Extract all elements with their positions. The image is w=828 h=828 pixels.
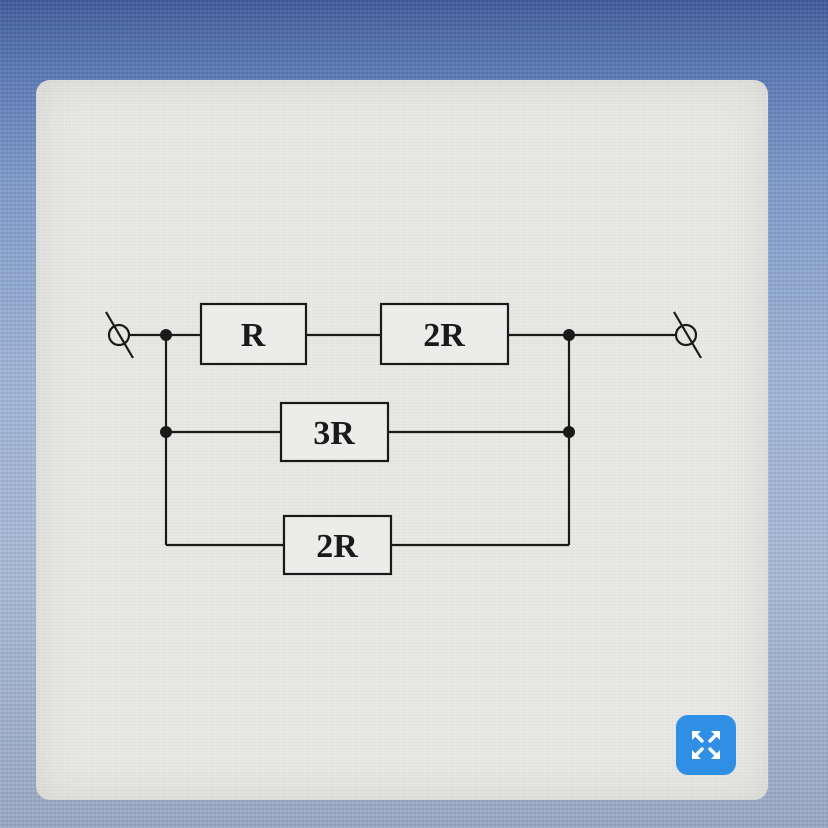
resistor-r-box xyxy=(199,302,308,366)
resistor-2r-bottom-box xyxy=(282,514,393,576)
resistor-r-label: R xyxy=(241,317,266,354)
resistor-3r-label: 3R xyxy=(313,415,355,452)
circuit-diagram: R 2R 3R 2R xyxy=(105,302,702,576)
right-terminal xyxy=(674,323,698,347)
resistor-2r-bottom-label: 2R xyxy=(316,528,358,565)
junction-middle-right xyxy=(563,426,575,438)
right-terminal-slash xyxy=(673,311,702,359)
junction-middle-left xyxy=(160,426,172,438)
left-terminal-slash xyxy=(105,311,134,359)
junction-top-left xyxy=(160,329,172,341)
expand-arrows-icon xyxy=(692,731,720,759)
image-card: R 2R 3R 2R xyxy=(36,80,768,800)
resistor-3r-box xyxy=(279,401,390,463)
resistor-2r-top-label: 2R xyxy=(423,317,465,354)
junction-top-right xyxy=(563,329,575,341)
resistor-2r-top-box xyxy=(379,302,510,366)
expand-button[interactable] xyxy=(676,715,736,775)
